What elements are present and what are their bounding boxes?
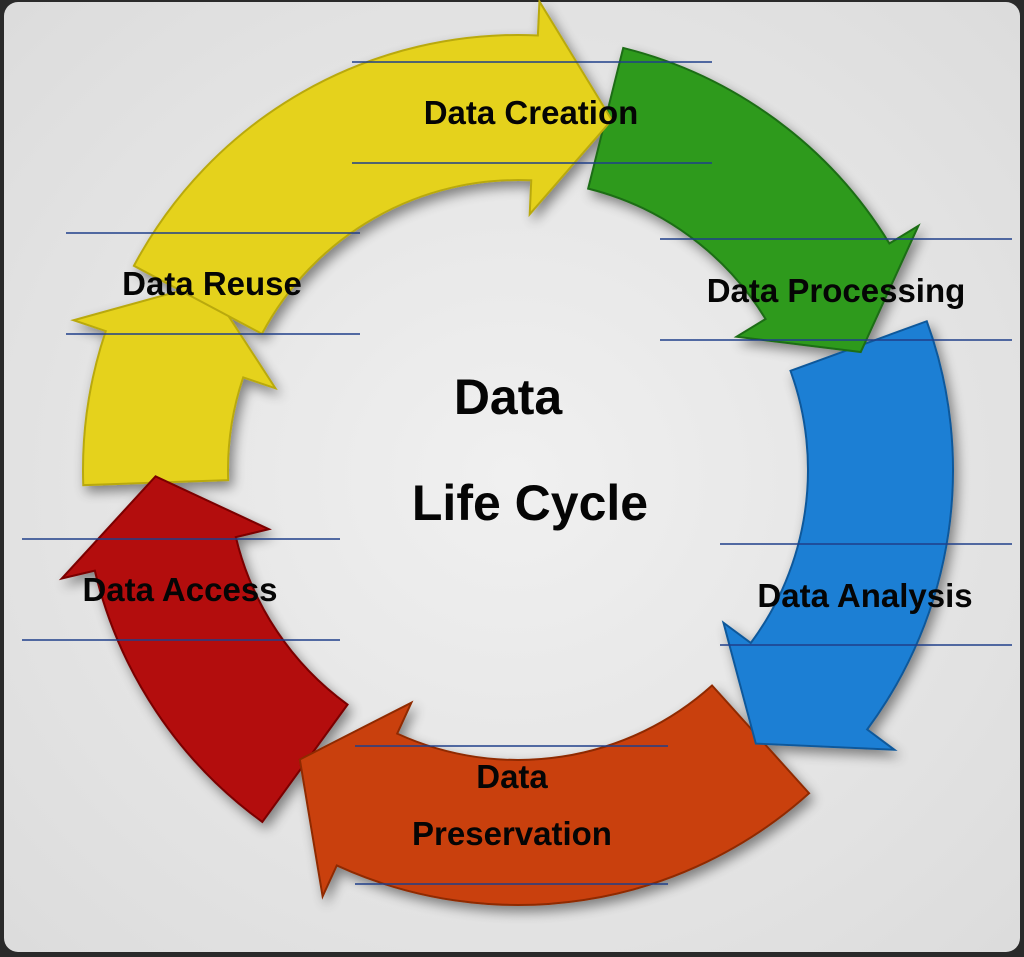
- arrow-analysis: [721, 319, 954, 751]
- stage-labels: Data Creation Data Processing Data Analy…: [82, 94, 972, 852]
- arrow-creation: [132, 0, 614, 336]
- stage-label-preservation-line2: Preservation: [412, 815, 612, 852]
- stage-label-creation: Data Creation: [424, 94, 639, 131]
- stage-label-analysis: Data Analysis: [757, 577, 972, 614]
- stage-label-preservation-line1: Data: [476, 758, 548, 795]
- label-rules: [22, 61, 1012, 885]
- center-title: Data Life Cycle: [412, 369, 648, 531]
- stage-label-access: Data Access: [82, 571, 277, 608]
- cycle-arrows: [58, 0, 954, 906]
- stage-label-processing: Data Processing: [707, 272, 966, 309]
- stage-label-reuse: Data Reuse: [122, 265, 302, 302]
- arrow-preservation: [298, 684, 811, 906]
- center-title-line1: Data: [454, 369, 564, 425]
- arrow-processing: [586, 46, 921, 354]
- arrow-access: [58, 475, 349, 824]
- center-title-line2: Life Cycle: [412, 475, 648, 531]
